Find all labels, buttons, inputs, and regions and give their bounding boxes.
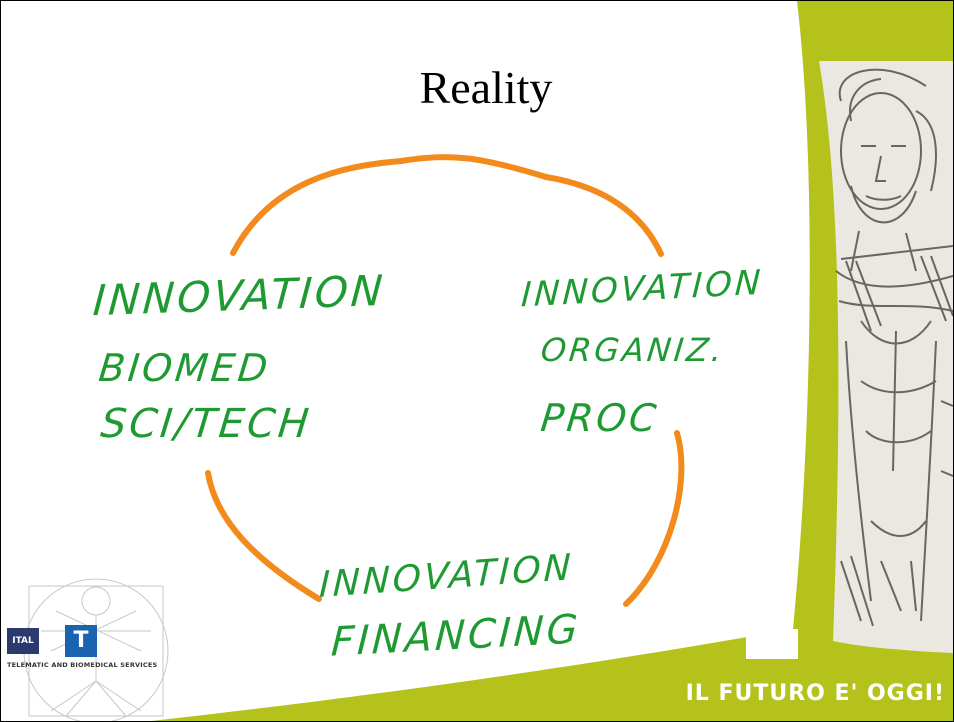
footer-tagline: IL FUTURO E' OGGI! — [685, 681, 945, 706]
node-right-line-2: ORGANIZ. — [539, 331, 727, 369]
logo-ital-box: ITAL — [7, 628, 39, 654]
arrow-right-arc — [623, 430, 685, 607]
logo-caption: TELEMATIC AND BIOMEDICAL SERVICES — [7, 661, 158, 669]
node-left-line-2: BIOMED — [96, 346, 273, 390]
arrow-top-arc — [230, 154, 664, 257]
logo-t-box: T — [65, 625, 97, 657]
arrow-left-arc — [205, 470, 322, 602]
content-panel-edge — [746, 629, 798, 659]
node-left-line-3: SCI/TECH — [98, 401, 314, 447]
node-right-line-3: PROC — [538, 396, 662, 440]
cycle-arrows — [205, 154, 685, 607]
node-left-line-1: INNOVATION — [91, 265, 387, 326]
slide-title: Reality — [419, 62, 553, 113]
vitruvian-sketch — [819, 61, 953, 653]
